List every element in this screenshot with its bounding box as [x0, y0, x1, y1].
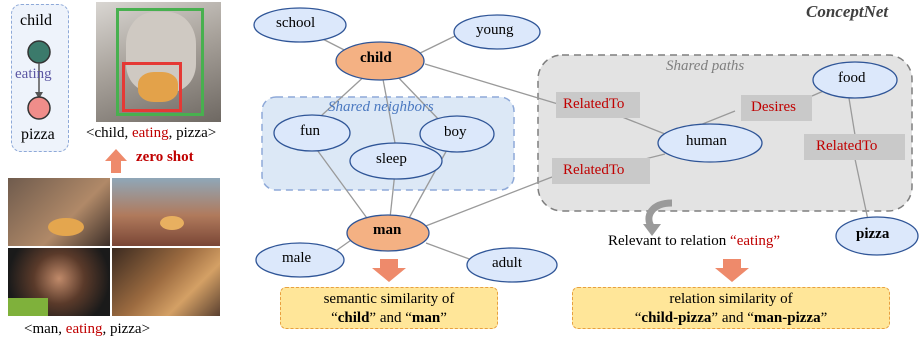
semantic-down-arrow-icon [372, 259, 406, 282]
node-human-label: human [686, 133, 727, 149]
relation-box-desires [741, 95, 812, 121]
node-pizza-label: pizza [856, 226, 890, 242]
node-food [812, 61, 898, 99]
conceptnet-title: ConceptNet [806, 2, 889, 21]
node-male-label: male [282, 250, 312, 266]
node-pizza [835, 216, 919, 256]
relation-similarity-box: relation similarity of “child-pizza” and… [572, 287, 890, 329]
node-sleep [349, 142, 443, 180]
subject-bounding-box [116, 8, 204, 116]
node-food-label: food [838, 70, 866, 86]
man-photo-1 [8, 178, 110, 246]
relation-similarity-line2: “child-pizza” and “man-pizza” [634, 310, 828, 326]
node-child [335, 41, 425, 81]
node-adult-label: adult [492, 255, 522, 271]
node-adult [466, 247, 558, 283]
node-young-label: young [476, 22, 514, 38]
triplet-predicate-label: eating [15, 66, 52, 82]
relation-box-upper [556, 92, 640, 118]
object-node-icon [27, 96, 51, 120]
semantic-similarity-line2: “child” and “man” [331, 310, 447, 326]
relevant-to-relation-caption: Relevant to relation “eating” [608, 233, 781, 249]
relation-related-to-upper: RelatedTo [563, 96, 625, 112]
node-boy [419, 115, 495, 153]
top-triplet-caption: <child, eating, pizza> [86, 125, 217, 141]
node-fun-label: fun [300, 123, 320, 139]
node-sleep-label: sleep [376, 151, 407, 167]
node-human [657, 123, 763, 163]
relation-box-right [804, 134, 905, 160]
relation-similarity-line1: relation similarity of [669, 291, 793, 307]
object-bounding-box [122, 62, 182, 112]
triplet-object-label: pizza [21, 126, 55, 143]
relation-desires: Desires [751, 99, 796, 115]
man-photo-2 [112, 178, 220, 246]
node-young [453, 14, 541, 50]
node-man [346, 214, 430, 252]
relation-box-lower [552, 158, 650, 184]
zero-shot-label: zero shot [136, 149, 194, 165]
triplet-subject-label: child [20, 12, 52, 29]
node-fun [273, 114, 351, 152]
child-photo [96, 2, 221, 122]
bottom-triplet-caption: <man, eating, pizza> [24, 321, 151, 337]
semantic-similarity-box: semantic similarity of “child” and “man” [280, 287, 498, 329]
zero-shot-arrow-icon [105, 149, 127, 173]
relation-down-arrow-icon [715, 259, 749, 282]
node-man-label: man [373, 222, 402, 238]
semantic-similarity-line1: semantic similarity of [323, 291, 455, 307]
relation-related-to-lower: RelatedTo [563, 162, 625, 178]
relation-related-to-right: RelatedTo [816, 138, 878, 154]
man-photo-3 [8, 248, 110, 316]
node-male [255, 242, 345, 278]
shared-neighbors-label: Shared neighbors [328, 99, 434, 115]
man-photo-4 [112, 248, 220, 316]
triplet-graph [27, 40, 51, 120]
shared-paths-label: Shared paths [666, 58, 745, 74]
node-school-label: school [276, 15, 316, 31]
node-child-label: child [360, 50, 392, 66]
triplet-legend-box [11, 4, 69, 152]
curved-return-arrow-icon [643, 199, 673, 236]
node-boy-label: boy [444, 124, 467, 140]
node-school [253, 7, 347, 43]
